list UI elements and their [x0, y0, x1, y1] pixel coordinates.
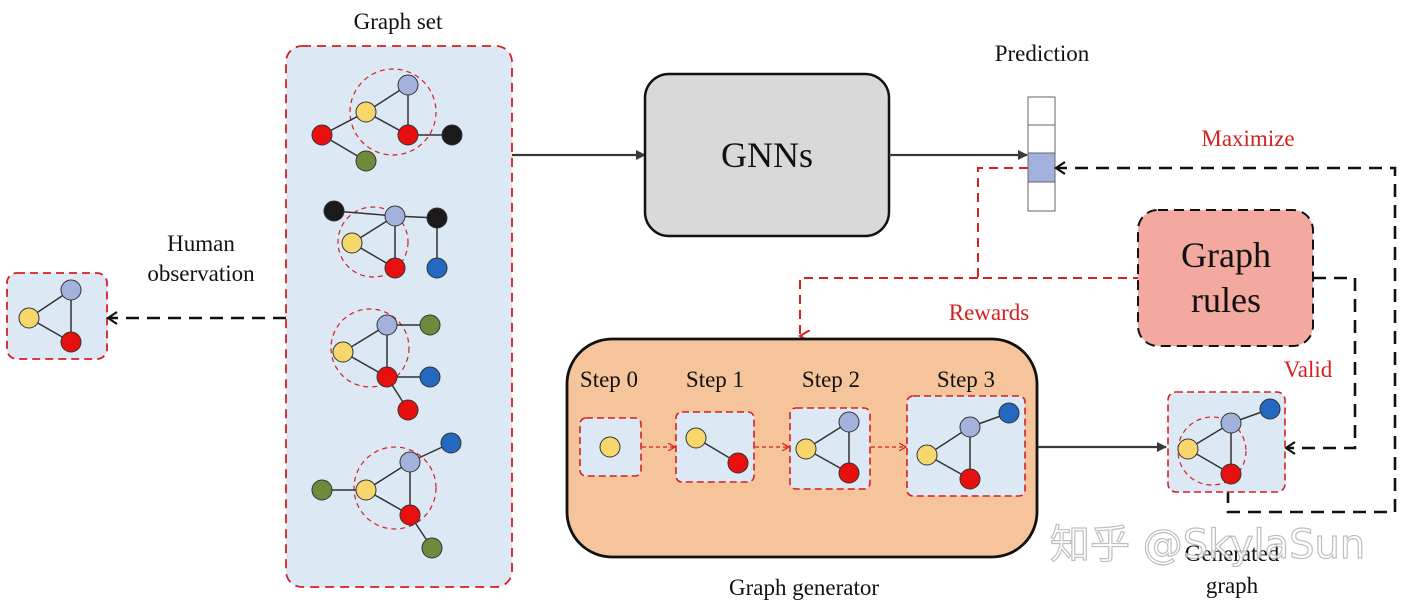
node-lightblue: [399, 451, 421, 473]
node-yellow: [916, 444, 938, 466]
node-red: [397, 124, 419, 146]
prediction-vector: [1027, 96, 1056, 212]
watermark: 知乎 @SkylaSun: [1050, 522, 1365, 568]
step1-label: Step 1: [686, 367, 744, 392]
node-blue: [1259, 398, 1281, 420]
node-yellow: [599, 436, 621, 458]
node-red: [384, 257, 406, 279]
graph-rules-label-line1: Graph: [1181, 235, 1271, 275]
maximize-arrow: [1054, 161, 1397, 514]
node-blue: [426, 257, 448, 279]
node-red: [376, 366, 398, 388]
node-blue: [419, 366, 441, 388]
generated-graph-label-line1: Generated: [1185, 541, 1280, 566]
step3-panel: [906, 395, 1026, 497]
human-observation-label-line2: observation: [147, 261, 255, 286]
graph-set-graph-3: [330, 308, 441, 421]
human-observation-graph: [18, 279, 82, 353]
step2-label: Step 2: [802, 367, 860, 392]
node-red: [838, 462, 860, 484]
node-yellow: [685, 427, 707, 449]
node-black: [441, 124, 463, 146]
node-black: [426, 207, 448, 229]
node-yellow: [355, 479, 377, 501]
graph-set-title: Graph set: [354, 9, 443, 34]
graph-rules-box: [1137, 209, 1314, 347]
node-red: [397, 399, 419, 421]
node-yellow: [795, 438, 817, 460]
generated-graph: [1177, 398, 1281, 486]
graph-set-graph-2: [323, 200, 448, 279]
node-red: [311, 124, 333, 146]
human-observation-label-line1: Human: [167, 231, 235, 256]
node-green: [419, 314, 441, 336]
node-yellow: [341, 232, 363, 254]
node-yellow: [355, 101, 377, 123]
valid-label: Valid: [1284, 357, 1333, 382]
node-lightblue: [838, 411, 860, 433]
node-red: [60, 331, 82, 353]
human-observation-panel: [6, 272, 108, 360]
node-red: [727, 452, 749, 474]
node-blue: [998, 402, 1020, 424]
node-black: [323, 200, 345, 222]
rewards-arrow: [800, 167, 1138, 336]
step3-label: Step 3: [937, 367, 995, 392]
node-red: [399, 504, 421, 526]
node-red: [959, 468, 981, 490]
node-green: [311, 479, 333, 501]
generated-graph-panel: [1167, 391, 1286, 493]
rewards-label: Rewards: [949, 300, 1030, 325]
graph-set-graph-4: [311, 432, 462, 559]
prediction-selected-cell: [1027, 152, 1056, 183]
node-red: [1220, 463, 1242, 485]
node-yellow: [18, 307, 40, 329]
prediction-label: Prediction: [995, 41, 1090, 66]
generated-graph-label-line2: graph: [1206, 573, 1259, 598]
gnns-label: GNNs: [721, 135, 813, 175]
maximize-label: Maximize: [1201, 126, 1294, 151]
node-lightblue: [376, 314, 398, 336]
graph-set-graph-1: [311, 68, 463, 172]
node-lightblue: [397, 74, 419, 96]
graph-rules-label-line2: rules: [1191, 280, 1261, 320]
node-lightblue: [384, 205, 406, 227]
node-lightblue: [1220, 412, 1242, 434]
node-yellow: [332, 341, 354, 363]
node-lightblue: [959, 416, 981, 438]
graph-generator-label: Graph generator: [729, 575, 879, 600]
node-green: [421, 537, 443, 559]
valid-arrow: [1284, 276, 1357, 455]
node-green: [355, 150, 377, 172]
node-yellow: [1177, 438, 1199, 460]
node-lightblue: [60, 279, 82, 301]
step0-label: Step 0: [580, 367, 638, 392]
node-blue: [440, 432, 462, 454]
